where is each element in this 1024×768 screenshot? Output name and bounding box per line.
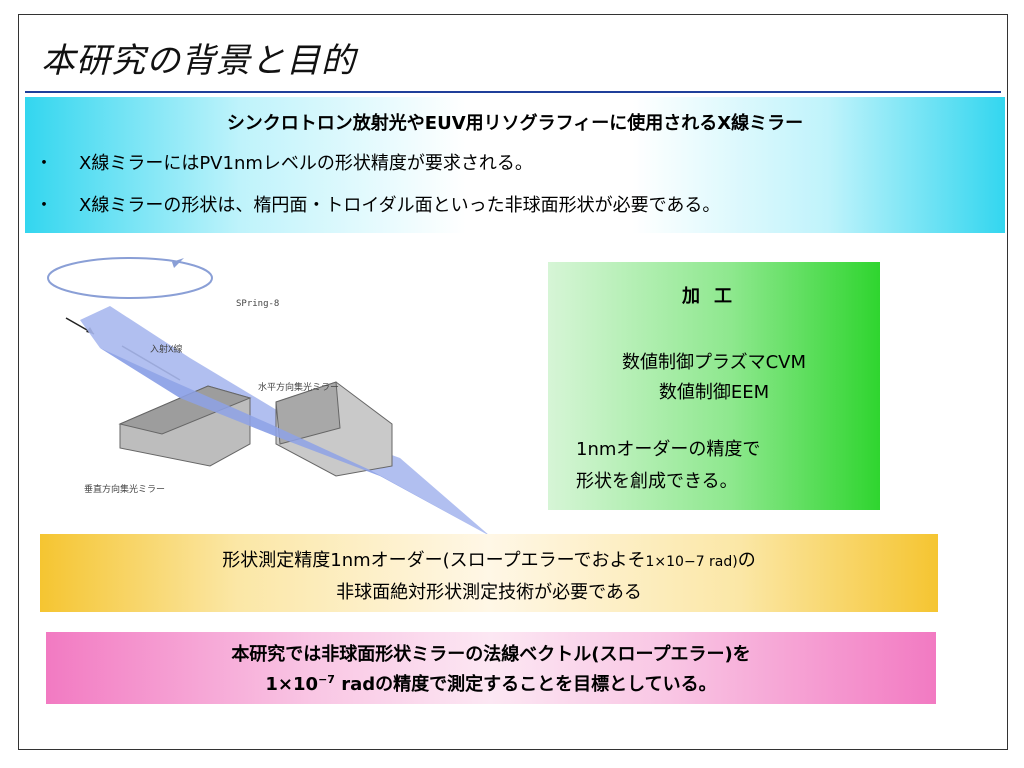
measurement-text: 形状測定精度1nmオーダー(スロープエラーでおよそ	[222, 550, 646, 571]
measurement-line-2: 非球面絶対形状測定技術が必要である	[336, 582, 642, 603]
goal-line-2: 1×10−7 radの精度で測定することを目標としている。	[46, 670, 936, 696]
process-desc-line: 形状を創成できる。	[576, 471, 738, 492]
title-underline	[25, 91, 1001, 93]
label-vertical-mirror: 垂直方向集光ミラー	[84, 483, 165, 495]
mirror-diagram-svg: SPring-8 入射X線 水平方向集光ミラー 垂直方向集光ミラー	[47, 257, 490, 536]
goal-value-prefix: 1×10	[265, 674, 319, 695]
vertical-mirror-top	[118, 385, 252, 435]
label-horizontal-mirror: 水平方向集光ミラー	[258, 381, 339, 393]
bullet-text: X線ミラーの形状は、楕円面・トロイダル面といった非球面形状が必要である。	[79, 195, 721, 216]
xray-beam-front	[100, 348, 490, 536]
goal-exponent: −7	[318, 673, 335, 686]
bullet-text: X線ミラーにはPV1nmレベルの形状精度が要求される。	[79, 153, 533, 174]
process-heading: 加工	[682, 286, 746, 307]
ring-arrow-icon	[172, 258, 184, 268]
bullet-item: ・ X線ミラーの形状は、楕円面・トロイダル面といった非球面形状が必要である。	[35, 191, 720, 217]
mirror-diagram: SPring-8 入射X線 水平方向集光ミラー 垂直方向集光ミラー	[40, 248, 510, 548]
process-method-1: 数値制御プラズマCVM	[621, 352, 807, 373]
intro-panel: シンクロトロン放射光やEUV用リソグラフィーに使用されるX線ミラー ・ X線ミラー…	[25, 97, 1005, 233]
goal-text: radの精度で測定することを目標としている。	[334, 674, 717, 695]
measurement-tail: の	[737, 550, 756, 571]
storage-ring	[47, 257, 213, 299]
process-panel: 加工 数値制御プラズマCVM 数値制御EEM 1nmオーダーの精度で 形状を創成…	[548, 262, 880, 510]
goal-panel: 本研究では非球面形状ミラーの法線ベクトル(スロープエラー)を 1×10−7 ra…	[46, 632, 936, 704]
goal-line-1: 本研究では非球面形状ミラーの法線ベクトル(スロープエラー)を	[231, 644, 751, 665]
label-spring8: SPring-8	[236, 299, 279, 309]
page-title: 本研究の背景と目的	[41, 41, 356, 81]
bullet-item: ・ X線ミラーにはPV1nmレベルの形状精度が要求される。	[35, 149, 533, 175]
measurement-value: 1×10−7 rad)	[645, 554, 738, 570]
bullet-marker: ・	[35, 153, 53, 174]
measurement-panel: 形状測定精度1nmオーダー(スロープエラーでおよそ1×10−7 rad)の 非球…	[40, 534, 938, 612]
bullet-marker: ・	[35, 195, 53, 216]
process-method-2: 数値制御EEM	[658, 382, 770, 403]
process-desc-line: 1nmオーダーの精度で	[576, 439, 761, 460]
measurement-line-1: 形状測定精度1nmオーダー(スロープエラーでおよそ1×10−7 rad)の	[40, 546, 938, 572]
label-incident-xray: 入射X線	[150, 343, 182, 355]
process-description: 1nmオーダーの精度で 形状を創成できる。	[576, 434, 760, 498]
intro-heading: シンクロトロン放射光やEUV用リソグラフィーに使用されるX線ミラー	[226, 113, 804, 134]
